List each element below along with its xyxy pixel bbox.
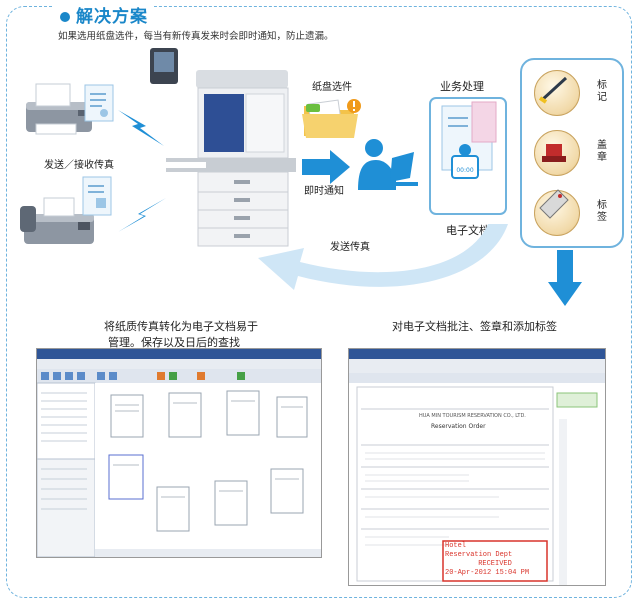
received-stamp: Hotel Reservation Dept RECEIVED 20-Apr-2… (445, 542, 545, 578)
send-fax-curved-arrow-icon (258, 224, 508, 290)
left-caption-line1: 将纸质传真转化为电子文档易于 (104, 320, 258, 333)
document-manager-drawing (37, 349, 321, 557)
annotation-tools-panel: 标记 盖章 标签 (520, 58, 624, 248)
section-subtitle: 如果选用纸盘选件，每当有新传真发来时会即时通知，防止遗漏。 (58, 31, 334, 42)
label-send-fax: 发送传真 (330, 242, 370, 253)
notify-arrow-icon (302, 150, 350, 184)
tool-label-marking: 标记 (597, 80, 607, 103)
tool-icons-overlay (538, 76, 569, 219)
stamp-line-3: RECEIVED (478, 560, 512, 568)
label-send-receive-fax: 发送／接收传真 (44, 160, 114, 171)
document-top-icon (84, 84, 114, 122)
annotated-document-screenshot: HUA MIN TOURISM RESERVATION CO., LTD. Re… (348, 348, 606, 586)
fax-machine-top-icon (26, 83, 92, 135)
fax-machine-bottom-icon (20, 197, 94, 244)
document-bottom-icon (82, 176, 112, 216)
right-caption: 对电子文档批注、签章和添加标签 (392, 320, 557, 333)
multifunction-printer-icon (150, 48, 296, 247)
label-electronic-document: 电子文档 (446, 224, 490, 237)
left-caption-line2: 管理。保存以及日后的查找 (108, 336, 240, 349)
annotated-document-drawing (349, 349, 605, 585)
svg-text:00:00: 00:00 (456, 167, 473, 174)
section-title-text: 解决方案 (76, 7, 148, 27)
user-at-laptop-icon (358, 139, 418, 190)
label-tray-option: 纸盘选件 (312, 82, 352, 93)
tool-label-stamp: 盖章 (597, 140, 607, 163)
document-title: Reservation Order (431, 423, 486, 430)
document-manager-screenshot (36, 348, 322, 558)
electronic-document-panel: 00:00 (429, 97, 507, 215)
signal-bolt-bottom-icon (118, 198, 166, 232)
stamp-line-4: 20-Apr-2012 15:04 PM (445, 569, 530, 577)
label-instant-notify: 即时通知 (304, 186, 344, 197)
label-business-processing: 业务处理 (440, 80, 484, 93)
tool-label-tag: 标签 (597, 200, 607, 223)
bullet-dot-icon (60, 12, 70, 22)
pen-marking-icon (534, 70, 580, 116)
stamp-line-1: Hotel (445, 542, 467, 550)
down-arrow-icon (548, 250, 582, 306)
stamp-line-2: Reservation Dept (445, 551, 513, 559)
company-name: HUA MIN TOURISM RESERVATION CO., LTD. (419, 413, 526, 419)
solution-frame (6, 6, 632, 598)
folder-icon (302, 99, 361, 138)
section-title: 解决方案 (54, 2, 154, 27)
